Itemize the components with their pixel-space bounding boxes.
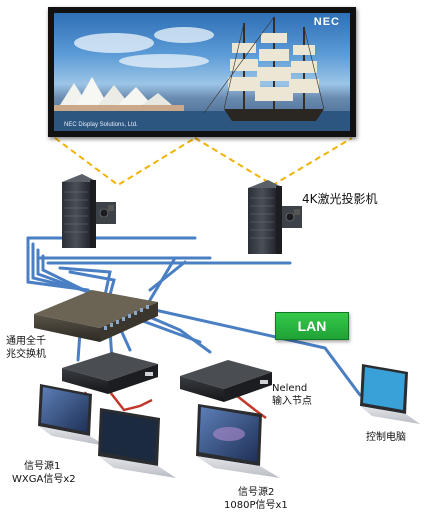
- node-label-line1: Nelend: [272, 383, 308, 394]
- lan-badge: LAN: [275, 312, 349, 340]
- laptop-source1-back: [38, 384, 106, 446]
- network-switch: [34, 290, 158, 342]
- projector-rack-left: [62, 174, 116, 248]
- switch-label-line2: 兆交换机: [6, 349, 46, 360]
- projector-label: 4K激光投影机: [302, 192, 378, 206]
- projection-beams: [54, 137, 353, 187]
- input-node-box-right: [180, 360, 272, 402]
- screen-brand-logo: NEC: [313, 16, 340, 28]
- switch-label-line1: 通用全千: [6, 336, 46, 347]
- source2-label-line2: 1080P信号x1: [224, 500, 288, 511]
- source2-label-line1: 信号源2: [238, 487, 275, 498]
- projection-screen: NEC NEC Display Solutions, Ltd.: [48, 7, 356, 137]
- source1-label-line2: WXGA信号x2: [12, 474, 76, 485]
- input-node-box-left: [62, 352, 158, 394]
- control-pc-laptop: [360, 364, 420, 424]
- screen-image: NEC NEC Display Solutions, Ltd.: [54, 13, 350, 131]
- source1-label-line1: 信号源1: [24, 461, 61, 472]
- laptop-source1-front: [98, 408, 176, 478]
- control-pc-label: 控制电脑: [366, 432, 406, 443]
- harbour-scene: [54, 16, 350, 131]
- projection-beam-right: [194, 137, 353, 187]
- node-label-line2: 输入节点: [272, 396, 312, 407]
- laptop-source2: [196, 404, 280, 478]
- screen-caption: NEC Display Solutions, Ltd.: [64, 122, 138, 128]
- projector-rack-right: [248, 180, 302, 254]
- network-cables: [26, 236, 362, 397]
